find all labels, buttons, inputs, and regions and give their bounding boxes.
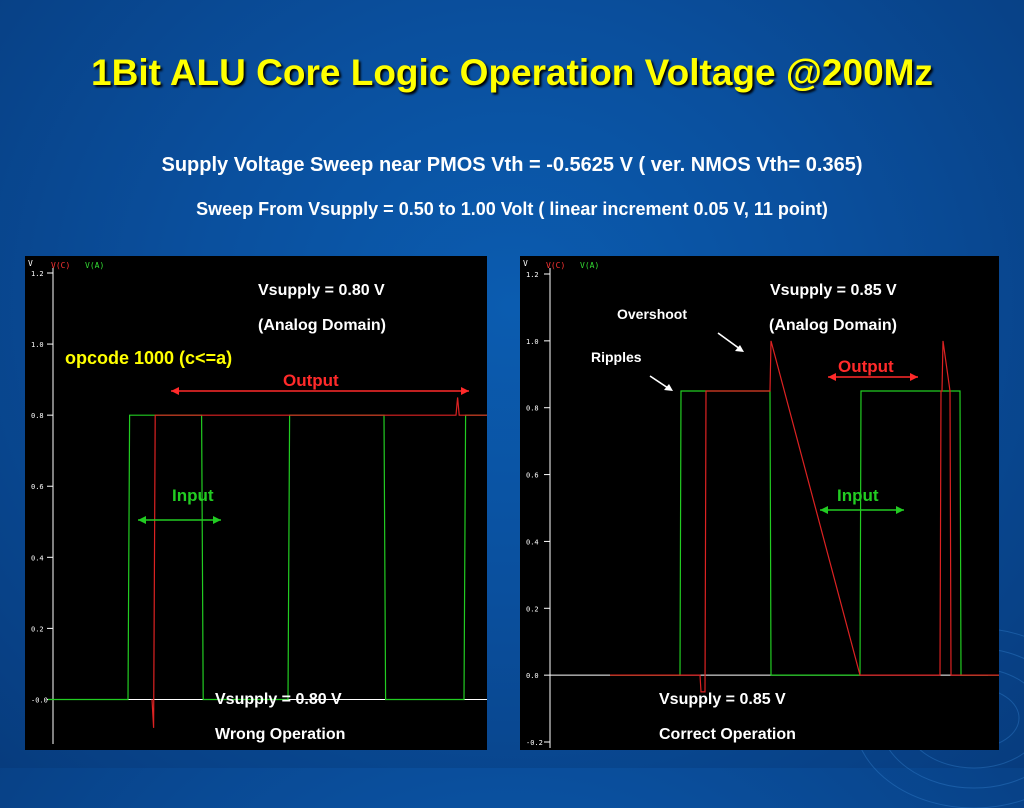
left-analog-domain: (Analog Domain) [258, 317, 386, 334]
right-y-tick-label: 0.4 [526, 538, 539, 546]
right-output-arrow-head-left [828, 373, 836, 381]
waveform-panel-right: V V(C) V(A) 1.2 1.0 0.8 0.6 0.4 0.2 0.0 -0.2 Overs… [520, 256, 999, 750]
left-input-arrow-head-right [213, 516, 221, 524]
right-ripples-pointer-head [664, 384, 673, 391]
right-legend-va: V(A) [580, 261, 599, 270]
left-vsupply-top: Vsupply = 0.80 V [258, 282, 385, 299]
right-unit-label: V [523, 259, 528, 268]
right-y-tick-label: 1.2 [526, 271, 539, 279]
right-ripples-label: Ripples [591, 349, 642, 365]
right-input-arrow-head-right [896, 506, 904, 514]
right-y-tick-label: 0.6 [526, 472, 539, 480]
left-y-tick-label: 1.0 [31, 341, 44, 349]
left-y-tick-label: 0.2 [31, 625, 44, 633]
subtitle-sweep-range: Sweep From Vsupply = 0.50 to 1.00 Volt (… [196, 199, 828, 219]
left-output-label: Output [283, 371, 339, 390]
left-y-tick-label: 0.8 [31, 412, 44, 420]
slide-title: 1Bit ALU Core Logic Operation Voltage @2… [91, 52, 933, 93]
left-input-arrow-head-left [138, 516, 146, 524]
left-y-tick-label: 0.4 [31, 554, 44, 562]
right-y-tick-label: 0.2 [526, 605, 539, 613]
right-output-arrow-head-right [910, 373, 918, 381]
right-y-tick-label: 0.8 [526, 405, 539, 413]
right-correct-operation: Correct Operation [659, 726, 796, 743]
left-output-arrow-head-left [171, 387, 179, 395]
left-unit-label: V [28, 259, 33, 268]
right-overshoot-label: Overshoot [617, 306, 688, 322]
left-opcode-label: opcode 1000 (c<=a) [65, 348, 233, 368]
right-ripples-pointer [649, 375, 669, 389]
right-output-label: Output [838, 357, 894, 376]
right-input-arrow-head-left [820, 506, 828, 514]
left-series-va [48, 414, 487, 701]
right-input-label: Input [837, 486, 879, 505]
waveform-panel-left: V V(C) V(A) 1.2 1.0 0.8 0.6 0.4 0.2 -0.0 Vsupply … [25, 256, 487, 750]
left-vsupply-bottom: Vsupply = 0.80 V [215, 691, 342, 708]
right-series-va [610, 390, 999, 676]
right-legend-vc: V(C) [546, 261, 565, 270]
right-y-tick-label: 1.0 [526, 338, 539, 346]
right-series-vc [610, 340, 999, 693]
left-input-label: Input [172, 486, 214, 505]
left-wrong-operation: Wrong Operation [215, 726, 346, 743]
right-overshoot-pointer [717, 332, 741, 350]
left-y-tick-label: 1.2 [31, 270, 44, 278]
left-legend-vc: V(C) [51, 261, 70, 270]
left-y-tick-label: -0.0 [31, 696, 48, 704]
right-y-tick-label: 0.0 [526, 672, 539, 680]
right-analog-domain: (Analog Domain) [769, 317, 897, 334]
left-output-arrow-head-right [461, 387, 469, 395]
left-y-tick-label: 0.6 [31, 483, 44, 491]
right-overshoot-pointer-head [735, 345, 744, 352]
right-y-tick-label: -0.2 [526, 739, 543, 747]
waveform-plot-left: V V(C) V(A) 1.2 1.0 0.8 0.6 0.4 0.2 -0.0 [28, 259, 487, 744]
right-vsupply-top: Vsupply = 0.85 V [770, 282, 897, 299]
right-vsupply-bottom: Vsupply = 0.85 V [659, 691, 786, 708]
left-series-vc [151, 397, 487, 728]
left-legend-va: V(A) [85, 261, 104, 270]
subtitle-supply-sweep: Supply Voltage Sweep near PMOS Vth = -0.… [161, 154, 863, 176]
waveform-plot-right: V V(C) V(A) 1.2 1.0 0.8 0.6 0.4 0.2 0.0 -0.2 [523, 259, 999, 748]
